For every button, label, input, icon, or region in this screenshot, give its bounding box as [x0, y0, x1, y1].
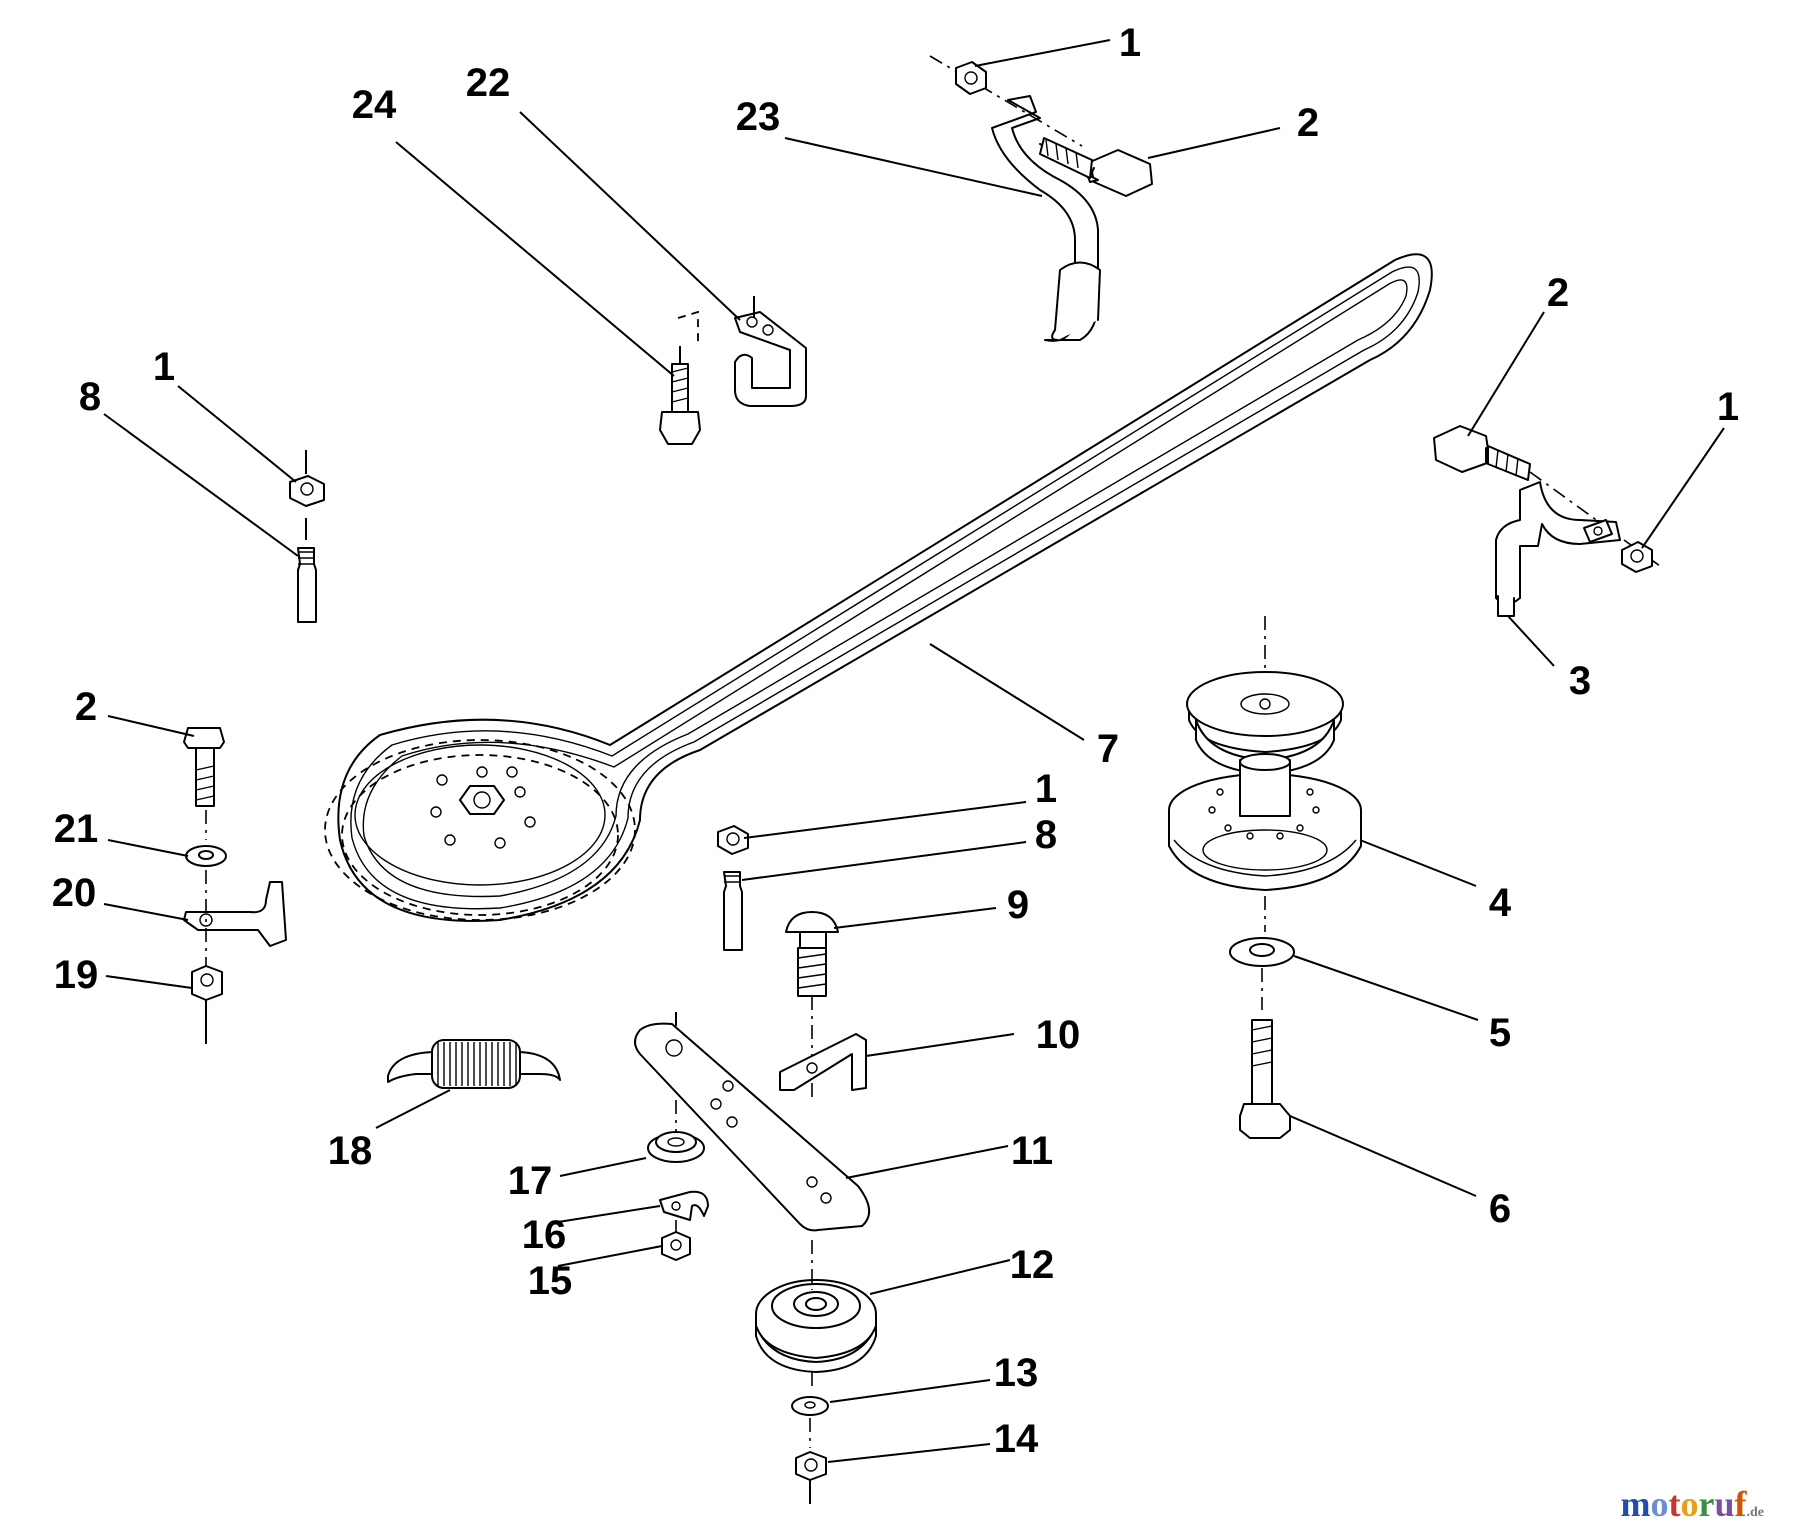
watermark-logo: motoruf.de [1620, 1483, 1764, 1525]
nut-part-1-right [1621, 541, 1653, 573]
callout-11: 11 [1011, 1129, 1053, 1173]
nut-part-14 [795, 1451, 827, 1504]
bracket-part-3 [1495, 481, 1621, 617]
callout-7: 7 [1097, 727, 1119, 771]
pin-part-8-left [297, 518, 317, 623]
belt-guide-part-23 [929, 55, 1101, 342]
callout-5: 5 [1489, 1011, 1511, 1055]
pulley-hub-holes [1208, 788, 1320, 840]
washer-part-21 [185, 845, 227, 867]
callout-20: 20 [52, 871, 97, 915]
bolt-part-2-left [183, 727, 225, 840]
callout-8: 8 [79, 375, 101, 419]
bolt-part-6 [1239, 1019, 1291, 1139]
watermark-tld: .de [1746, 1505, 1765, 1520]
callout-1: 1 [1035, 767, 1057, 811]
nut-part-1-left [289, 450, 325, 507]
callout-2: 2 [1297, 101, 1319, 145]
idler-pulley-part-12 [755, 1240, 877, 1392]
nut-part-1-top [955, 61, 987, 95]
pin-part-8-center [723, 871, 743, 951]
watermark-letter: u [1714, 1484, 1735, 1524]
washer-part-5 [1229, 937, 1295, 1010]
callout-6: 6 [1489, 1187, 1511, 1231]
callout-1: 1 [1717, 385, 1739, 429]
watermark-letter: o [1650, 1484, 1669, 1524]
nut-part-1-center [717, 825, 749, 855]
callout-15: 15 [528, 1259, 573, 1303]
callout-12: 12 [1010, 1243, 1055, 1287]
bolt-part-2-right [1433, 425, 1661, 567]
callout-23: 23 [736, 95, 781, 139]
spring-part-18 [387, 1039, 561, 1089]
callout-2: 2 [75, 685, 97, 729]
bracket-part-10 [779, 1033, 867, 1091]
callout-24: 24 [352, 83, 397, 127]
callout-14: 14 [994, 1417, 1039, 1461]
callout-1: 1 [153, 345, 175, 389]
callout-16: 16 [522, 1213, 567, 1257]
leader-lines [103, 39, 1725, 1463]
pulley-part-4 [1168, 616, 1362, 932]
callout-18: 18 [328, 1129, 373, 1173]
watermark-letter: f [1734, 1484, 1747, 1524]
watermark-letter: m [1620, 1484, 1651, 1524]
callout-10: 10 [1036, 1013, 1081, 1057]
callout-8: 8 [1035, 813, 1057, 857]
clip-part-16 [659, 1190, 709, 1221]
belt-keeper-part-22 [677, 296, 807, 407]
callout-19: 19 [54, 953, 99, 997]
watermark-letter: t [1668, 1484, 1681, 1524]
carriage-bolt-part-9 [785, 911, 839, 1100]
washer-part-13 [791, 1396, 829, 1448]
v-belt-part-7 [324, 253, 1433, 922]
callout-9: 9 [1007, 883, 1029, 927]
callout-13: 13 [994, 1351, 1039, 1395]
callout-2: 2 [1547, 271, 1569, 315]
watermark-letter: r [1698, 1484, 1715, 1524]
watermark-letter: o [1680, 1484, 1699, 1524]
callout-labels: 1 2 23 22 24 2 1 3 1 8 7 2 21 20 19 1 8 … [52, 21, 1739, 1461]
callout-1: 1 [1119, 21, 1141, 65]
callout-21: 21 [54, 807, 99, 851]
nut-part-19 [191, 965, 223, 1044]
screw-part-24 [659, 346, 701, 445]
callout-22: 22 [466, 61, 511, 105]
callout-3: 3 [1569, 659, 1591, 703]
bolt-part-2-top [1039, 137, 1153, 197]
idler-arm-part-11 [634, 1012, 870, 1232]
bracket-part-20 [183, 870, 287, 974]
nut-part-15 [661, 1220, 691, 1261]
callout-4: 4 [1489, 881, 1512, 925]
pulley-bolt-holes [430, 766, 536, 849]
spacer-part-17 [647, 1100, 705, 1163]
callout-17: 17 [508, 1159, 553, 1203]
